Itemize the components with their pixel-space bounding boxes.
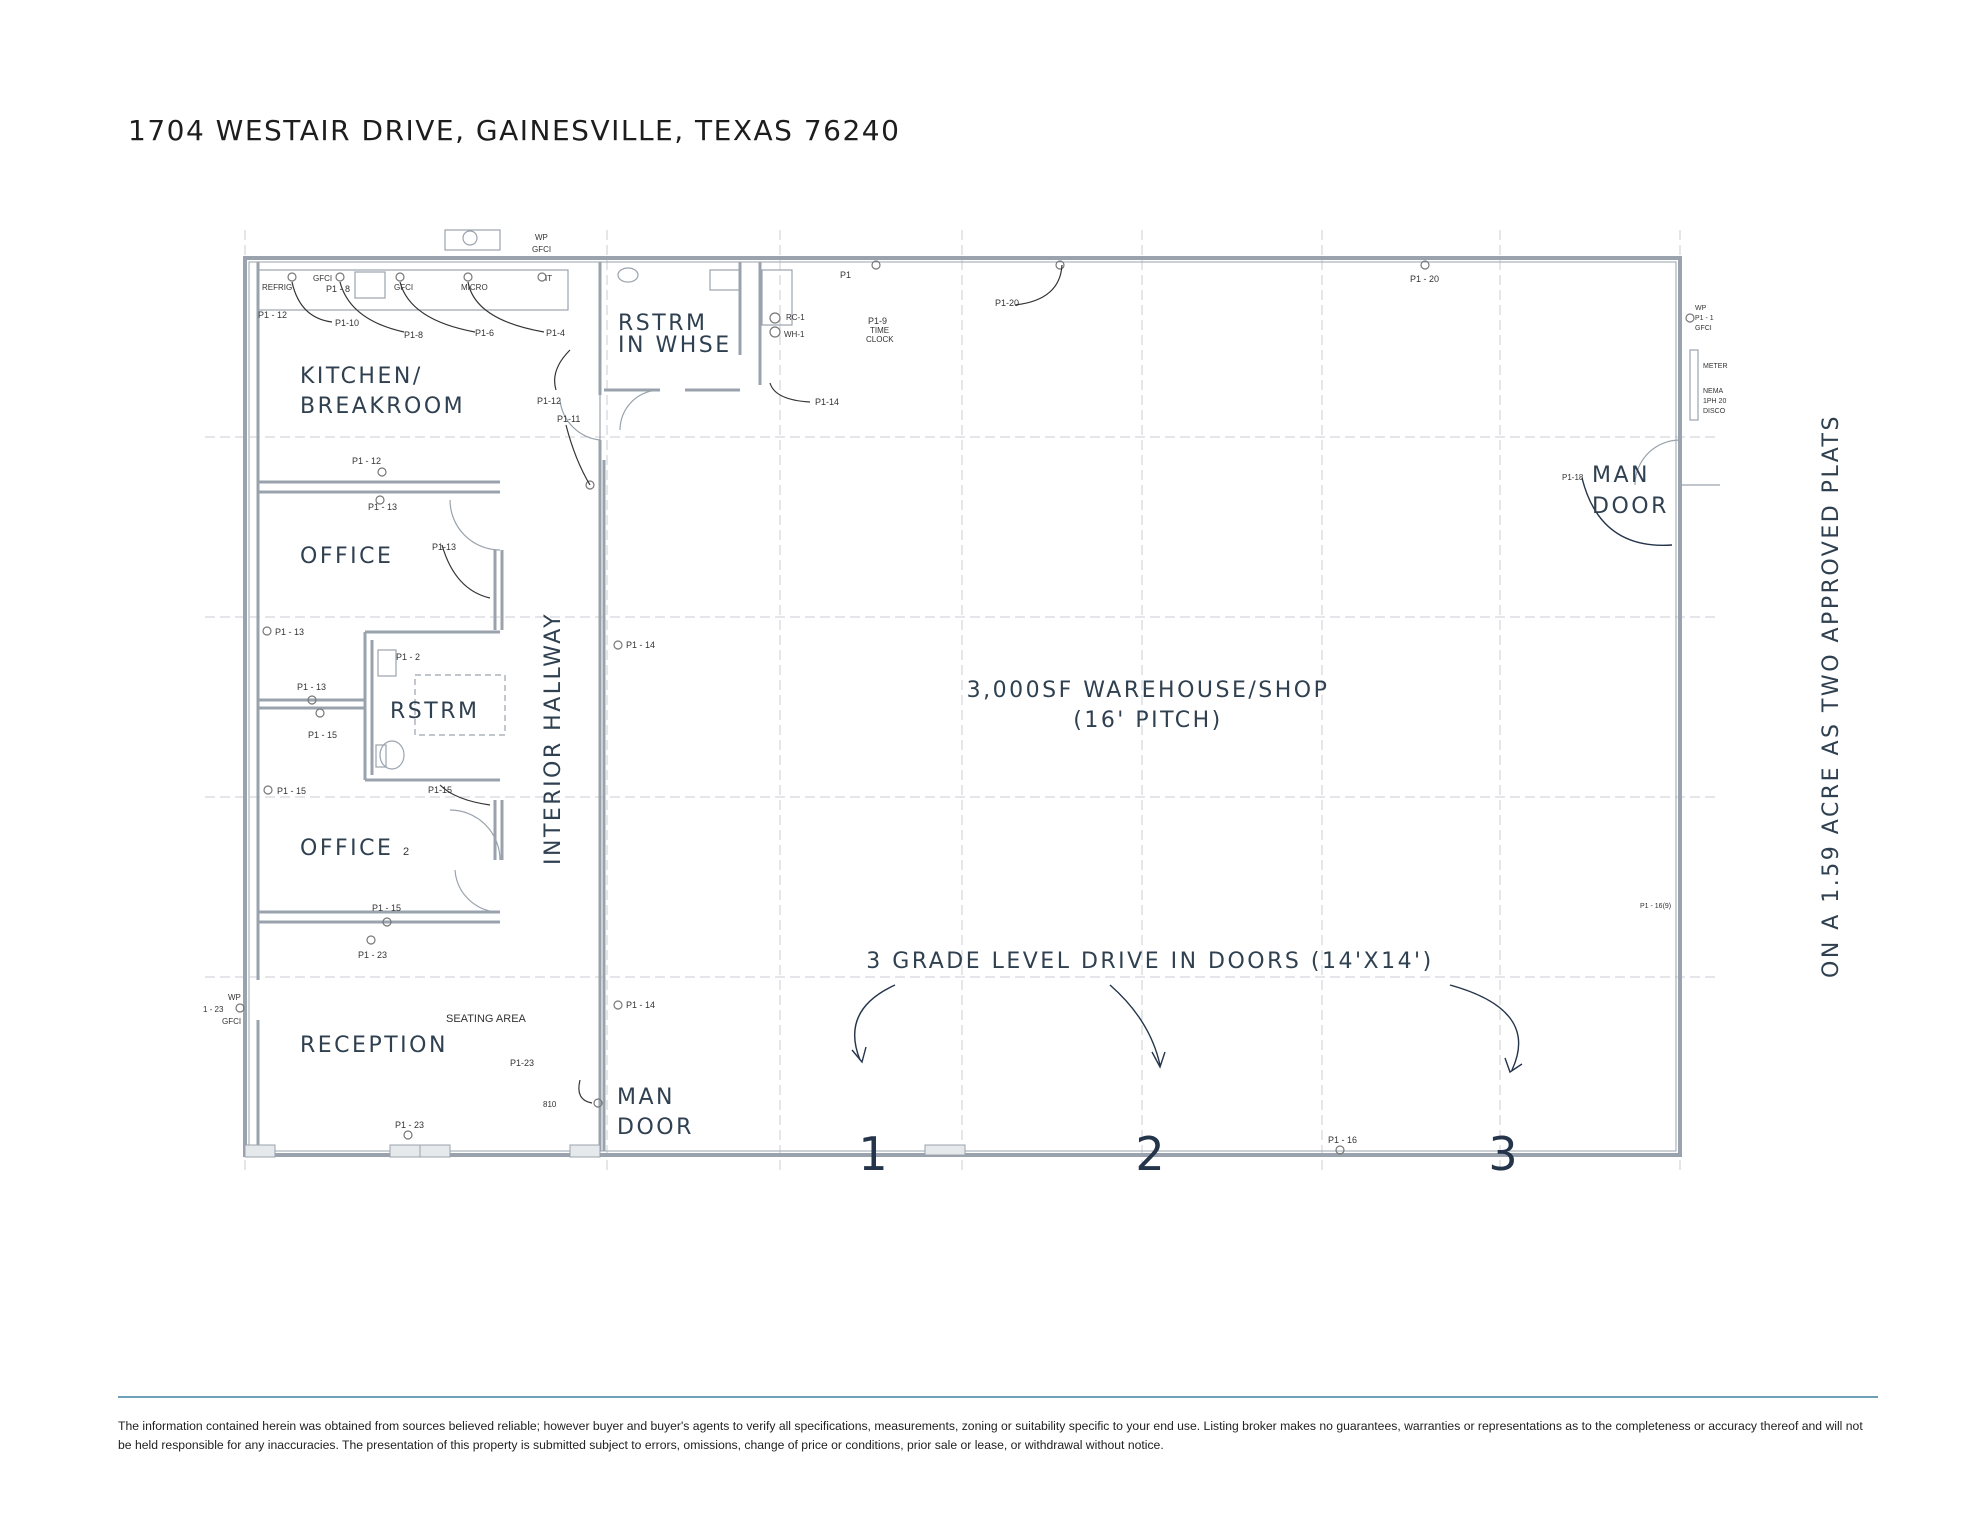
p1-11-label: P1-11 <box>557 414 580 424</box>
p1-6-label: P1-6 <box>475 328 494 338</box>
man-door-bottom-line2: DOOR <box>617 1115 694 1140</box>
p1-15c-label: P1-15 <box>428 785 452 795</box>
p1-20a-label: P1-20 <box>995 298 1019 308</box>
warehouse-label-line2: (16' PITCH) <box>1073 708 1223 733</box>
storefront-windows <box>244 1144 966 1158</box>
p1-8top-label: P1 - 8 <box>326 284 350 294</box>
circuit-labels: REFRIG GFCI GFCI MICRO IT WP GFCI P1 - 1… <box>203 233 1728 1145</box>
man-door-right-line2: DOOR <box>1592 494 1669 519</box>
nema-label: NEMA <box>1703 388 1724 395</box>
gfci-right-label: GFCI <box>1695 325 1712 332</box>
kitchen-label-line1: KITCHEN/ <box>300 364 423 389</box>
p1-12b-label: P1-12 <box>537 396 561 406</box>
gfci-top-label: GFCI <box>532 245 551 254</box>
rc1-label: RC-1 <box>786 313 805 322</box>
p1-16-label: P1 - 16 <box>1328 1135 1357 1145</box>
footer-rule <box>118 1396 1878 1398</box>
p1-10-label: P1-10 <box>335 318 359 328</box>
seating-area-label: SEATING AREA <box>446 1013 527 1025</box>
rstrm-whse-label-line1: RSTRM <box>618 311 707 336</box>
time-label: TIME <box>870 326 889 335</box>
disclaimer-text: The information contained herein was obt… <box>118 1419 1863 1452</box>
disco-label: DISCO <box>1703 408 1726 415</box>
door-swings <box>449 389 1720 913</box>
property-address: 1704 WESTAIR DRIVE, GAINESVILLE, TEXAS 7… <box>128 114 901 147</box>
outlet-symbols <box>235 260 1695 1155</box>
p1-12a-label: P1 - 12 <box>258 310 287 320</box>
p1-14a-label: P1 - 14 <box>626 640 655 650</box>
drive-door-number-3: 3 <box>1488 1127 1517 1181</box>
gfci-label-2: GFCI <box>394 283 413 292</box>
rstrm-whse-label-line2: IN WHSE <box>618 333 732 358</box>
micro-label: MICRO <box>461 283 488 292</box>
gfci-label: GFCI <box>313 274 332 283</box>
meter-box <box>1689 349 1699 421</box>
p1-13d-label: P1 - 13 <box>297 682 326 692</box>
p1-23c-label: P1 - 23 <box>395 1120 424 1130</box>
p1-15b-label: P1 - 15 <box>277 786 306 796</box>
it-label: IT <box>545 274 552 283</box>
office-2-suffix: 2 <box>403 846 409 858</box>
p1-14c-label: P1-14 <box>815 397 839 407</box>
office-1-label: OFFICE <box>300 544 393 569</box>
rstrm-label: RSTRM <box>390 699 479 724</box>
interior-walls <box>256 262 762 1151</box>
reception-label: RECEPTION <box>300 1033 448 1058</box>
circuit-arcs <box>291 264 1063 1104</box>
p1-15d-label: P1 - 15 <box>372 903 401 913</box>
p1-23b-label: P1-23 <box>510 1058 534 1068</box>
wp-left-label: WP <box>228 993 241 1002</box>
drive-door-number-2: 2 <box>1135 1127 1164 1181</box>
p1-13c-label: P1 - 13 <box>275 627 304 637</box>
drive-door-arrows <box>851 477 1673 1074</box>
p1-15a-label: P1 - 15 <box>308 730 337 740</box>
p1-20b-label: P1 - 20 <box>1410 274 1439 284</box>
p1-13a-label: P1 - 13 <box>368 502 397 512</box>
ph-label: 1PH 20 <box>1703 398 1726 405</box>
refrig-label: REFRIG <box>262 283 292 292</box>
p1-8-label: P1-8 <box>404 330 423 340</box>
p1-14b-label: P1 - 14 <box>626 1000 655 1010</box>
p1-12c-label: P1 - 12 <box>352 456 381 466</box>
man-door-bottom-line1: MAN <box>617 1085 675 1110</box>
gfci-left-label: GFCI <box>222 1017 241 1026</box>
man-door-right-line1: MAN <box>1592 463 1650 488</box>
p1-label: P1 <box>840 270 851 280</box>
p1-right-label: P1 - 1 <box>1695 315 1714 322</box>
drive-door-number-1: 1 <box>858 1127 887 1181</box>
p1-9-label: P1-9 <box>868 316 887 326</box>
wp-label: WP <box>535 233 548 242</box>
wh1-label: WH-1 <box>784 330 805 339</box>
restroom-fixtures <box>375 267 793 770</box>
num810-label: 810 <box>543 1100 557 1109</box>
p1-23a-label: P1 - 23 <box>358 950 387 960</box>
p1-13b-label: P1-13 <box>432 542 456 552</box>
meter-label: METER <box>1703 363 1728 370</box>
drive-doors-label: 3 GRADE LEVEL DRIVE IN DOORS (14'X14') <box>866 949 1433 974</box>
acreage-side-note: ON A 1.59 ACRE AS TWO APPROVED PLATS <box>1819 414 1844 978</box>
interior-hallway-label: INTERIOR HALLWAY <box>541 612 566 865</box>
kitchen-counter <box>257 229 569 311</box>
p1-23-left-label: 1 - 23 <box>203 1005 224 1014</box>
p1-18-label: P1-18 <box>1562 473 1584 482</box>
p1-2-label: P1 - 2 <box>396 652 420 662</box>
clock-label: CLOCK <box>866 335 894 344</box>
office-2-label: OFFICE <box>300 836 393 861</box>
p1-4-label: P1-4 <box>546 328 565 338</box>
kitchen-label-line2: BREAKROOM <box>300 394 465 419</box>
warehouse-label-line1: 3,000SF WAREHOUSE/SHOP <box>967 678 1330 703</box>
wp-right-label: WP <box>1695 305 1707 312</box>
p1-16b-label: P1 - 16(9) <box>1640 903 1671 910</box>
